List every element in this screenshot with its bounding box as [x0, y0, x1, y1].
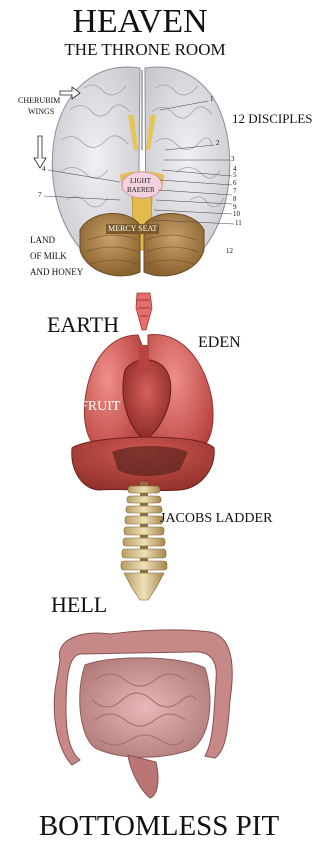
- earth-label: EARTH: [47, 314, 119, 336]
- spine: [121, 482, 167, 600]
- intestines: [54, 630, 232, 798]
- land-label-3: AND HONEY: [30, 268, 83, 277]
- brain-number: 5: [233, 172, 237, 179]
- light-bearer-label-1: LIGHT: [130, 178, 151, 185]
- brain-number: 6: [233, 180, 237, 187]
- brain-number: 8: [233, 196, 237, 203]
- brain-number: 3: [231, 156, 235, 163]
- bottomless-pit-label: BOTTOMLESS PIT: [0, 812, 318, 841]
- brain-number: 2: [216, 140, 220, 147]
- disciples-label: 12 DISCIPLES: [232, 112, 313, 125]
- brain-number-left: 7: [38, 192, 42, 199]
- wings-label: WINGS: [28, 108, 54, 116]
- brain-number: 7: [233, 188, 237, 195]
- eden-label: EDEN: [198, 335, 241, 351]
- brain-number: 11: [235, 220, 242, 227]
- mercy-seat-label: MERCY SEAT: [106, 224, 159, 234]
- cherubim-label: CHERUBIM: [18, 97, 60, 105]
- land-label-1: LAND: [30, 236, 55, 245]
- brain-number: 12: [226, 248, 233, 255]
- jacobs-ladder-label: JACOBS LADDER: [160, 512, 272, 526]
- brain-number: 10: [233, 211, 240, 218]
- hell-label: HELL: [51, 594, 107, 616]
- brain-number: 1: [210, 96, 214, 103]
- fruit-label: FRUIT: [80, 400, 120, 414]
- light-bearer-label-2: BAERER: [127, 187, 155, 194]
- land-label-2: OF MILK: [30, 252, 67, 261]
- brain-number-left: 4: [42, 166, 46, 173]
- brain: [34, 67, 234, 276]
